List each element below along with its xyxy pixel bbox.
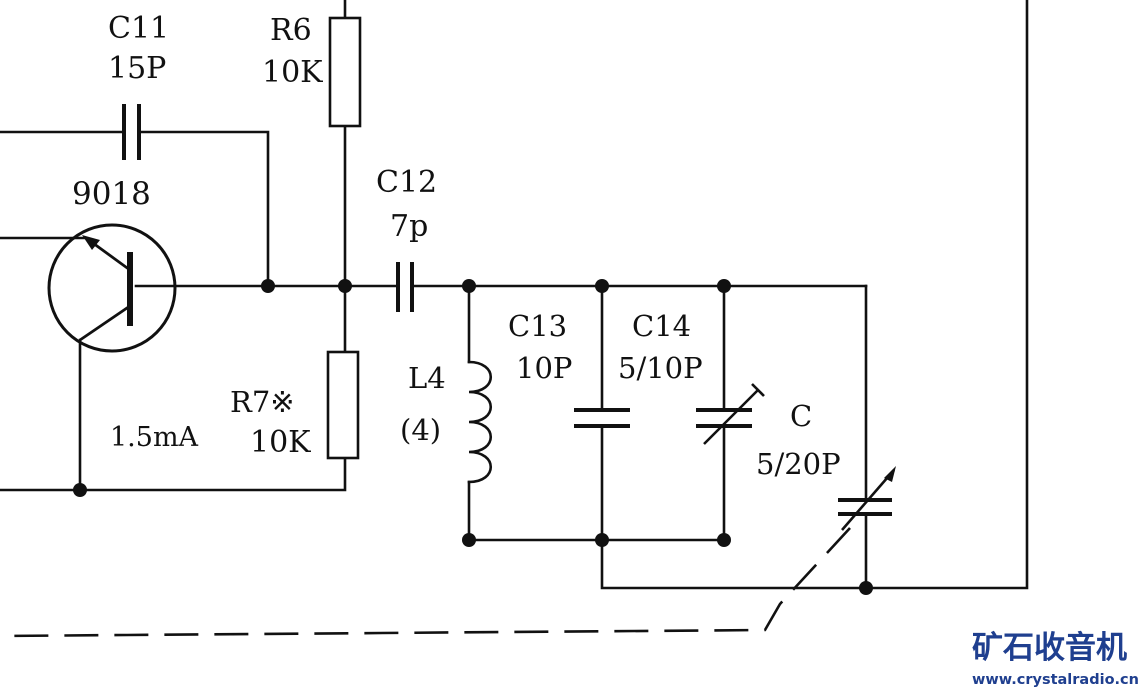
- watermark-title: 矿石收音机: [972, 630, 1127, 666]
- c11-value-label: 15P: [108, 51, 166, 86]
- r7-value-label: 10K: [250, 425, 311, 460]
- wire-c13-bottom: [600, 424, 868, 590]
- capacitor-c11: [122, 104, 141, 160]
- c13-value-label: 10P: [516, 351, 572, 385]
- variable-capacitor-c: [838, 466, 896, 531]
- gang-link-dashed: [0, 527, 851, 638]
- wire-c11-right: [139, 130, 270, 288]
- inductor-l4: [467, 360, 493, 484]
- c-ref-label: C: [790, 399, 812, 433]
- capacitor-c12: [396, 262, 414, 312]
- r6-ref-label: R6: [270, 13, 312, 48]
- c11-ref-label: C11: [108, 11, 169, 46]
- c12-ref-label: C12: [376, 165, 437, 200]
- transistor-ref-label: 9018: [72, 176, 151, 212]
- capacitor-c13: [574, 408, 630, 428]
- resistor-r7: [326, 350, 360, 460]
- wire-r7-bottom: [0, 456, 347, 492]
- c14-value-label: 5/10P: [618, 351, 703, 385]
- c13-ref-label: C13: [508, 309, 567, 343]
- c12-value-label: 7p: [390, 209, 428, 244]
- wire-c-bottom: [864, 0, 1029, 590]
- wires: [0, 0, 1029, 590]
- trimmer-capacitor-c14: [696, 383, 765, 445]
- c14-ref-label: C14: [632, 309, 691, 343]
- l4-value-label: (4): [400, 413, 441, 447]
- transistor-9018: [47, 223, 177, 353]
- r7-ref-label: R7※: [230, 385, 295, 419]
- resistor-r6: [328, 16, 362, 128]
- l4-ref-label: L4: [408, 361, 446, 395]
- c-value-label: 5/20P: [756, 447, 841, 481]
- junctions: [73, 279, 873, 595]
- current-label: 1.5mA: [110, 422, 199, 453]
- watermark-url: www.crystalradio.cn: [972, 672, 1139, 688]
- r6-value-label: 10K: [262, 55, 323, 90]
